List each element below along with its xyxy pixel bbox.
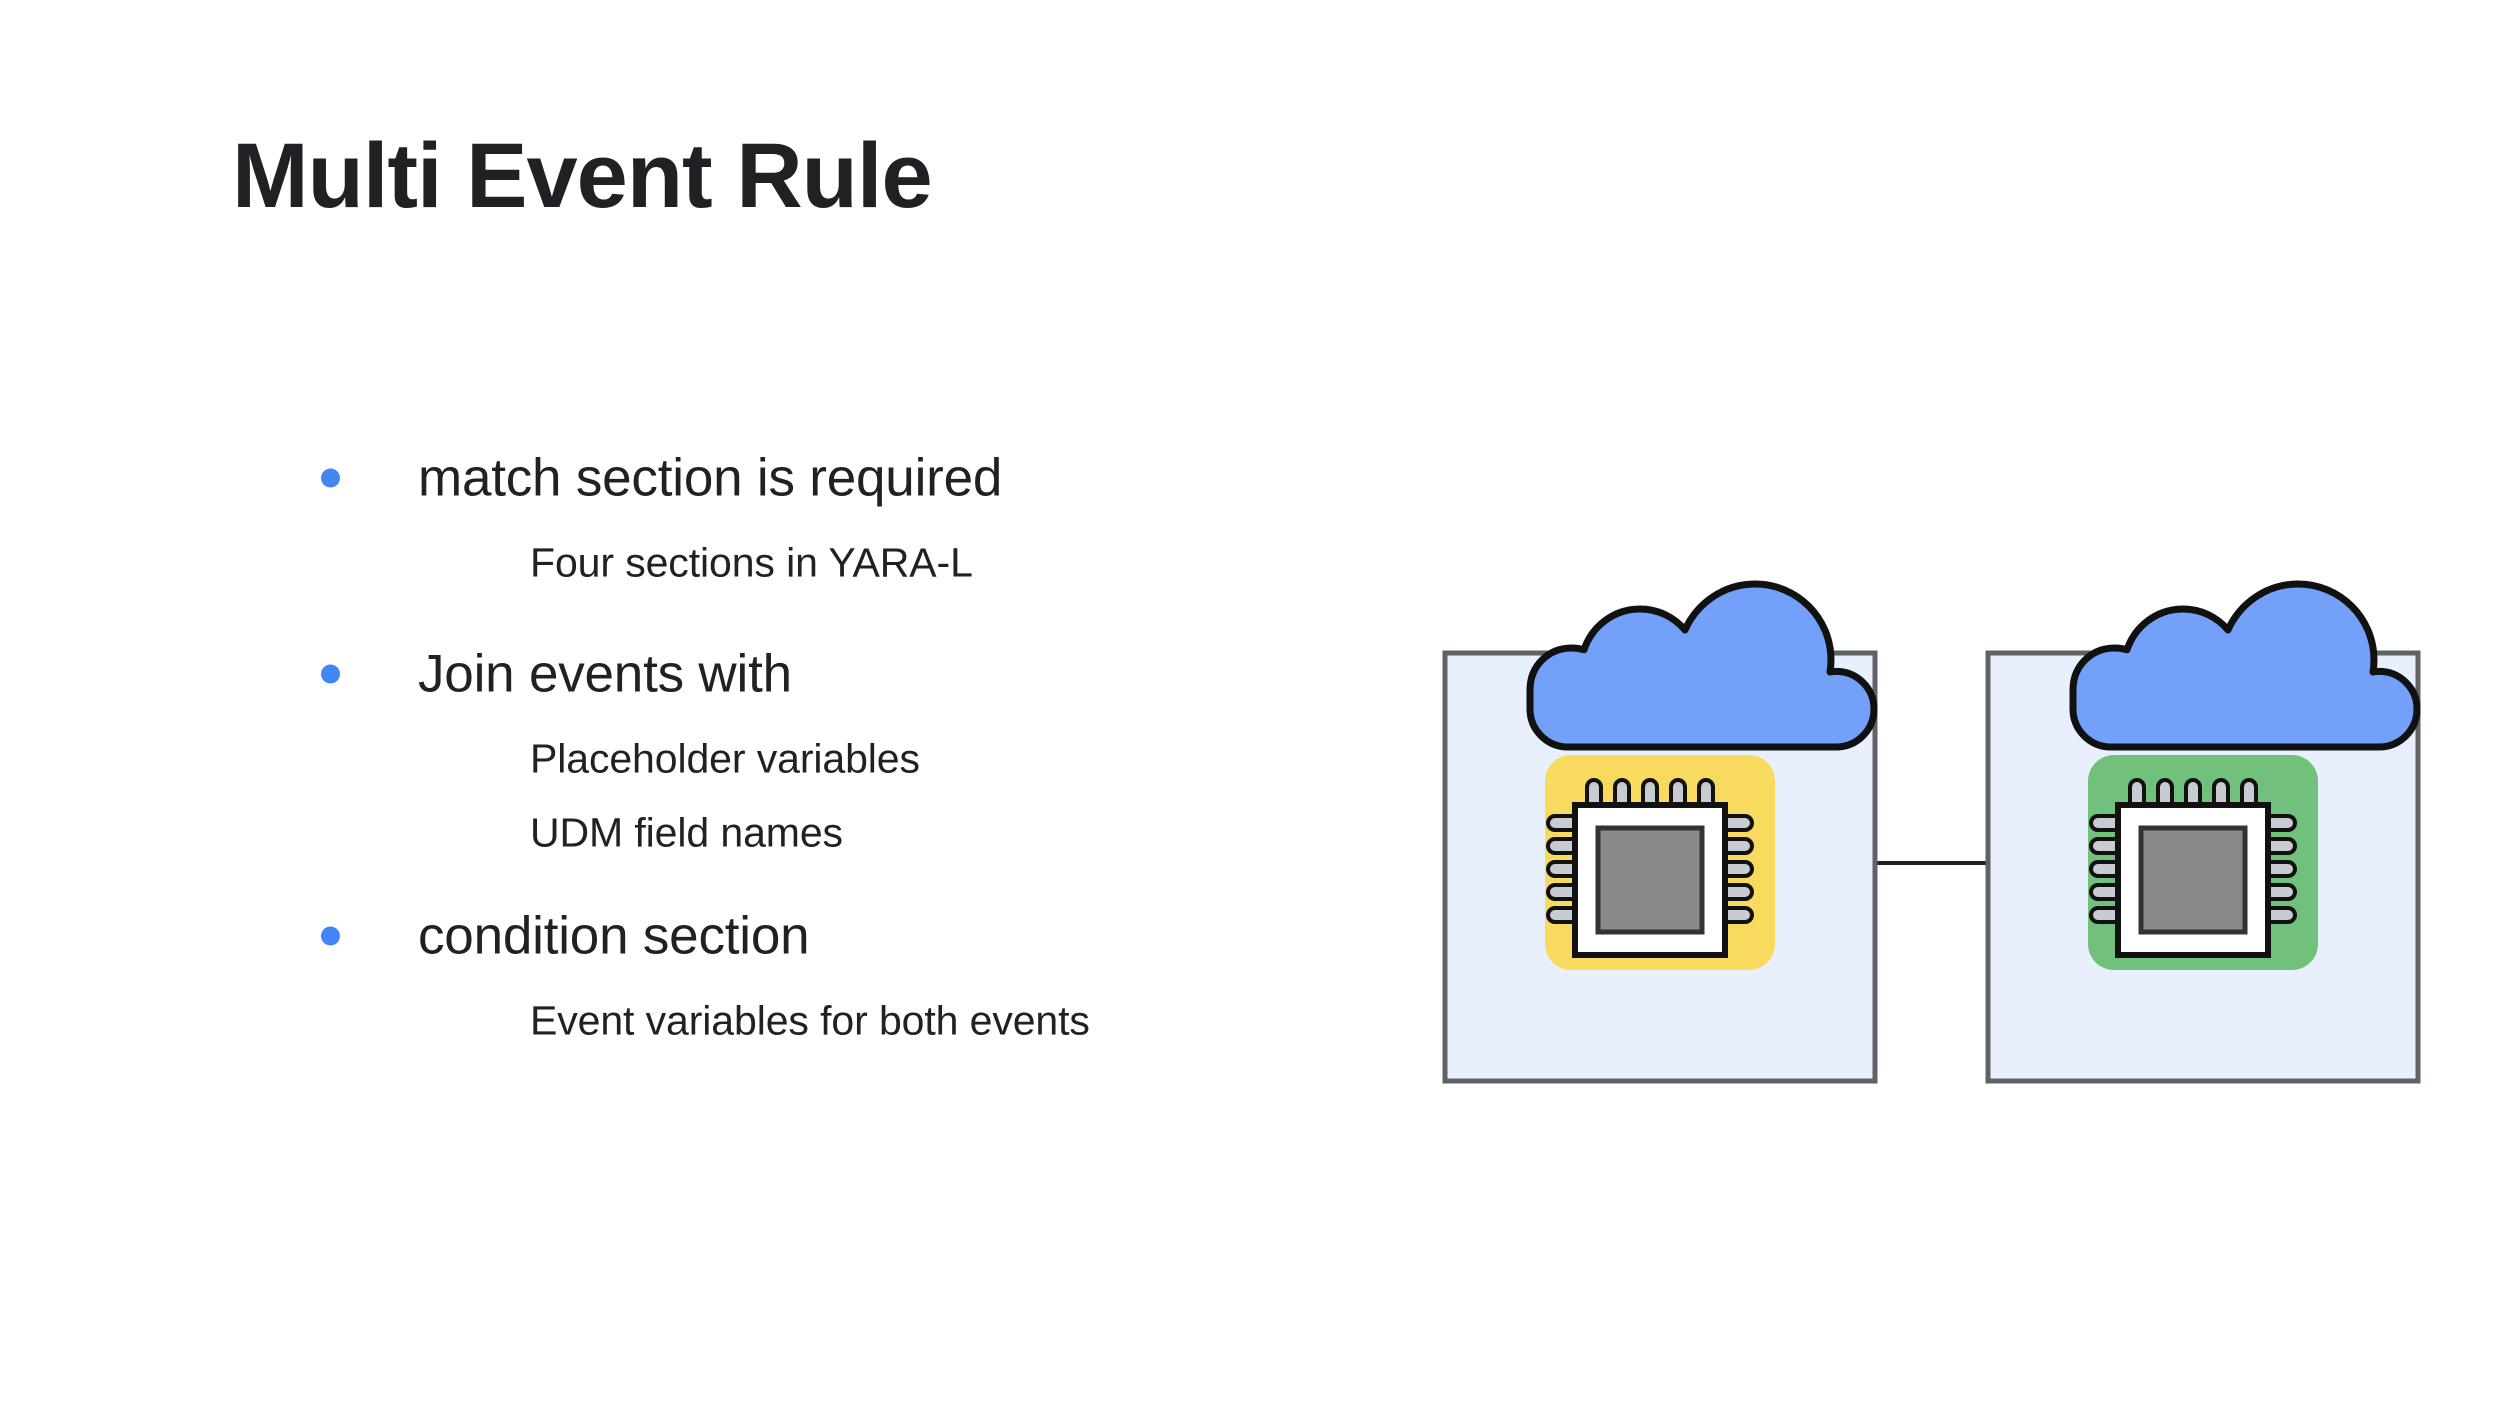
sub-item-label: UDM field names [530, 809, 843, 856]
sub-list-item: Placeholder variables [300, 722, 1400, 796]
diagram-two-linked-cloud-systems [1400, 540, 2460, 1100]
cloud-icon [2069, 580, 2421, 751]
sub-list-item: Four sections in YARA-L [300, 526, 1400, 600]
sub-item-label: Event variables for both events [530, 997, 1090, 1044]
page-title: Multi Event Rule [232, 125, 933, 227]
list-item: condition section [300, 888, 1400, 984]
bullet-dot-icon [321, 664, 340, 684]
bullet-label: condition section [418, 906, 810, 966]
right-event-node [1985, 580, 2421, 1084]
chip-icon [2089, 778, 2297, 958]
sub-list-item: Event variables for both events [300, 984, 1400, 1058]
bullet-label: match section is required [418, 448, 1003, 508]
cloud-icon [1526, 580, 1878, 751]
sub-item-label: Four sections in YARA-L [530, 539, 973, 586]
bullet-dot-icon [321, 468, 340, 488]
sub-list-item: UDM field names [300, 796, 1400, 870]
bullet-list: match section is required Four sections … [300, 430, 1400, 1058]
left-event-node [1442, 580, 1878, 1084]
bullet-dot-icon [321, 926, 340, 946]
spacer [300, 600, 1400, 626]
list-item: Join events with [300, 626, 1400, 722]
chip-icon [1546, 778, 1754, 958]
spacer [300, 870, 1400, 888]
list-item: match section is required [300, 430, 1400, 526]
bullet-label: Join events with [418, 644, 792, 704]
sub-item-label: Placeholder variables [530, 735, 920, 782]
